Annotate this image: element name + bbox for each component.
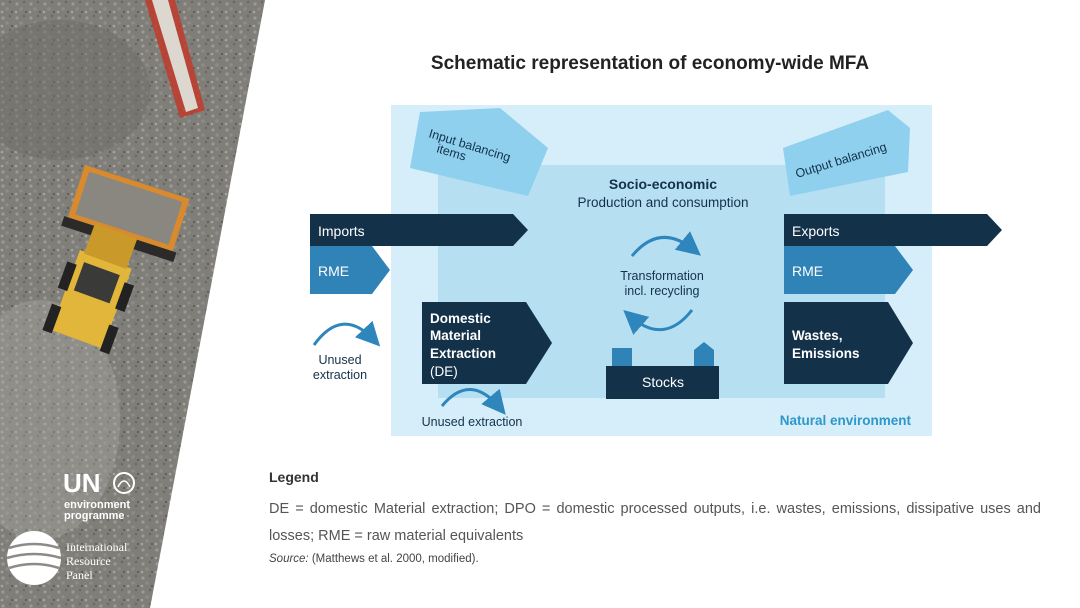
source-note: Source: (Matthews et al. 2000, modified)… — [269, 553, 479, 565]
wastes-line2: Emissions — [792, 346, 860, 361]
legend-heading: Legend — [269, 469, 319, 485]
natural-environment-label: Natural environment — [780, 413, 912, 428]
unused-extraction-bottom-icon — [440, 388, 506, 415]
un-sub-line2: programme — [64, 510, 125, 522]
stocks-label: Stocks — [642, 374, 684, 390]
stocks-box: Stocks — [606, 342, 719, 399]
legend-text: DE = domestic Material extraction; DPO =… — [269, 501, 1041, 544]
recycling-cycle-icon — [623, 231, 701, 335]
input-balancing-items: Input balancing items — [410, 108, 548, 196]
rme-left-arrow: RME — [310, 246, 390, 294]
imports-arrow: Imports — [310, 214, 528, 246]
rme-right-arrow: RME — [784, 246, 913, 294]
source-text: (Matthews et al. 2000, modified). — [308, 553, 479, 565]
irp-logo: International Resource Panel — [6, 531, 128, 585]
wastes-line1: Wastes, — [792, 328, 843, 343]
transformation-line2: incl. recycling — [624, 284, 699, 298]
unused-left-line2: extraction — [313, 368, 367, 382]
socio-economic-subtitle: Production and consumption — [577, 195, 748, 210]
exports-arrow: Exports — [784, 214, 1002, 246]
output-balancing: Output balancing — [783, 110, 910, 196]
imports-label: Imports — [318, 223, 365, 239]
rme-right-label: RME — [792, 263, 823, 279]
un-sub-line1: environment — [64, 499, 130, 511]
domestic-line2: Material — [430, 328, 481, 343]
domestic-extraction-arrow: Domestic Material Extraction (DE) — [422, 302, 552, 384]
un-environment-logo: UN environment programme — [63, 468, 135, 522]
socio-economic-title: Socio-economic — [609, 176, 717, 192]
wastes-emissions-arrow: Wastes, Emissions — [784, 302, 913, 384]
irp-line2: Resource — [66, 554, 111, 568]
irp-line1: International — [66, 540, 128, 554]
transformation-line1: Transformation — [620, 269, 704, 283]
domestic-line1: Domestic — [430, 311, 491, 326]
domestic-line3: Extraction — [430, 346, 496, 361]
irp-line3: Panel — [66, 568, 93, 582]
un-letters: UN — [63, 468, 101, 498]
page-title: Schematic representation of economy-wide… — [430, 53, 870, 74]
unused-extraction-left-icon — [312, 320, 381, 347]
source-label: Source: — [269, 553, 309, 565]
unused-bottom-label: Unused extraction — [422, 415, 523, 429]
unused-left-line1: Unused — [318, 353, 361, 367]
rme-left-label: RME — [318, 263, 349, 279]
exports-label: Exports — [792, 223, 839, 239]
domestic-line4: (DE) — [430, 364, 458, 379]
